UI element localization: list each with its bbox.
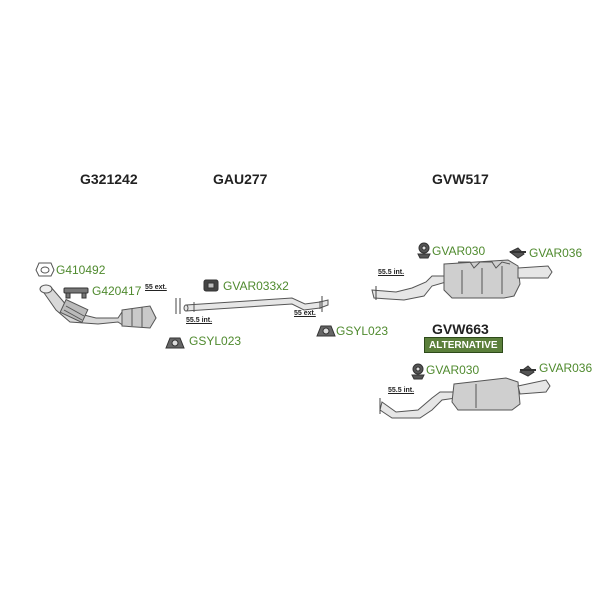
part-code-bracket-top-2[interactable]: GVAR036 <box>539 361 593 375</box>
rubber-mount-icon <box>411 363 425 380</box>
part-title-alt-muffler: GVW663 <box>432 321 489 337</box>
rubber-ring-icon <box>316 325 336 337</box>
catalytic-converter <box>39 284 157 329</box>
rear-muffler <box>371 259 553 301</box>
dimension-label: 55 ext. <box>294 310 316 317</box>
part-code-rubber-top-1[interactable]: GVAR030 <box>432 244 486 258</box>
alternative-badge: ALTERNATIVE <box>424 337 503 353</box>
gasket-icon <box>35 262 55 277</box>
part-code-clamp[interactable]: G420417 <box>92 284 142 298</box>
part-title-cat: G321242 <box>80 171 138 187</box>
dimension-label: 55.5 int. <box>186 317 213 324</box>
part-title-front-pipe: GAU277 <box>213 171 268 187</box>
part-code-ring-mid[interactable]: GSYL023 <box>336 324 389 338</box>
part-code-rubber-top-2[interactable]: GVAR030 <box>426 363 480 377</box>
part-code-bracket-top-1[interactable]: GVAR036 <box>529 246 583 260</box>
clamp-icon <box>63 287 89 299</box>
part-code-ring-front[interactable]: GSYL023 <box>189 334 242 348</box>
dimension-label: 55 ext. <box>145 284 167 291</box>
rubber-mount-icon <box>417 242 431 259</box>
dimension-marker <box>175 298 181 314</box>
front-pipe <box>183 297 329 312</box>
part-title-rear-muffler: GVW517 <box>432 171 489 187</box>
bracket-icon <box>509 247 526 259</box>
hanger-icon <box>203 279 219 292</box>
dimension-label: 55.5 int. <box>378 269 405 276</box>
alternative-muffler <box>379 377 551 419</box>
part-code-gasket[interactable]: G410492 <box>56 263 106 277</box>
rubber-ring-icon <box>165 337 185 349</box>
bracket-icon <box>519 365 536 377</box>
dimension-label: 55.5 int. <box>388 387 415 394</box>
part-code-hanger[interactable]: GVAR033x2 <box>223 279 289 293</box>
